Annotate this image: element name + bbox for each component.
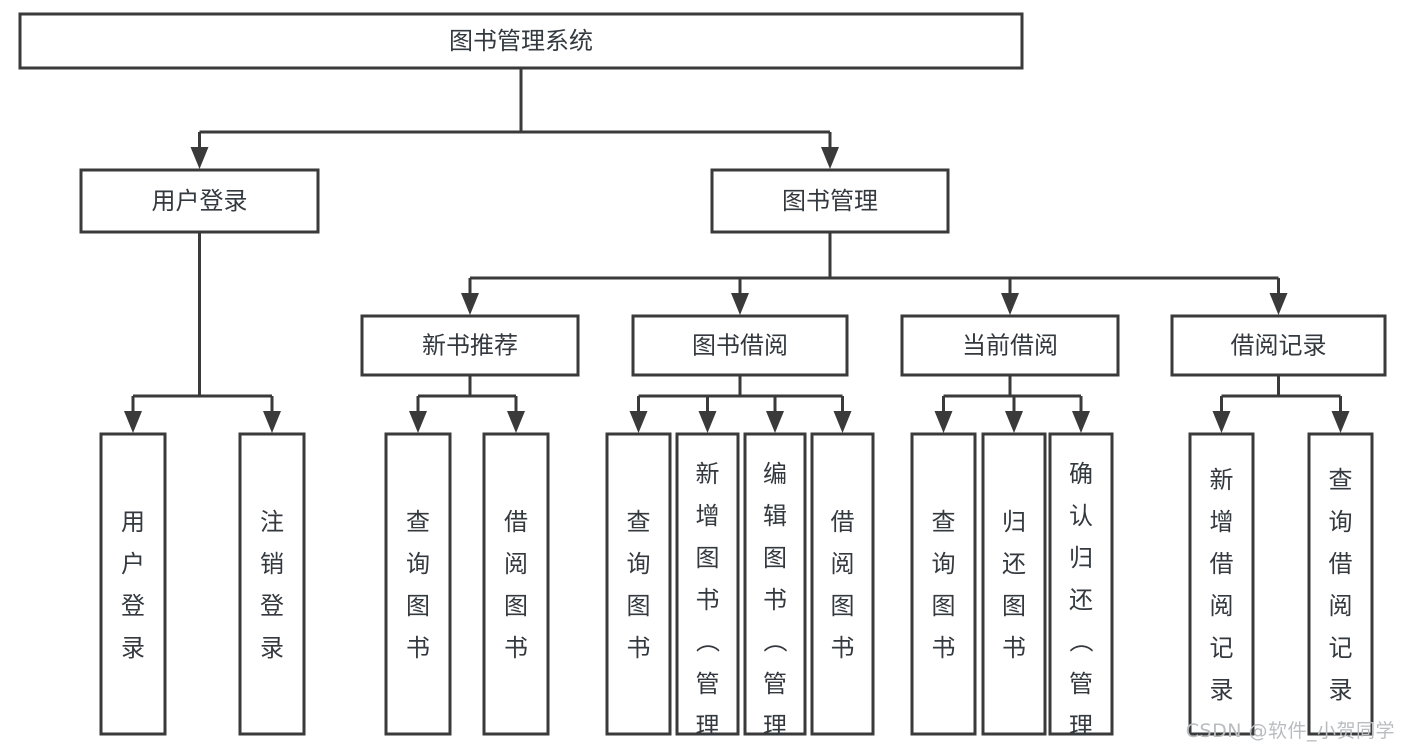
node-leaf-2[interactable]: 注销登录	[238, 432, 306, 736]
node-leaf-6[interactable]: 新增图书（管理员）	[675, 432, 740, 747]
arrow-head-leaf-10	[1005, 411, 1023, 433]
arrow-head-leaf-9	[934, 411, 953, 433]
node-leaf-8[interactable]: 借阅图书	[810, 432, 875, 736]
node-label: 查询图书	[627, 508, 651, 662]
node-box	[360, 314, 580, 377]
node-box	[1188, 432, 1255, 736]
node-leaf-1[interactable]: 用户登录	[99, 432, 167, 736]
arrow-head-login	[190, 147, 209, 169]
arrow-head-leaf-11	[1072, 411, 1090, 433]
node-leaf-13[interactable]: 查询借阅记录	[1307, 432, 1374, 736]
node-leaf-3[interactable]: 查询图书	[384, 432, 452, 736]
arrow-head-leaf-1	[124, 411, 142, 433]
node-box	[99, 432, 167, 736]
node-box	[1048, 432, 1114, 736]
node-box	[981, 432, 1047, 736]
node-label: 归还图书	[1002, 508, 1026, 662]
node-label: 查询图书	[406, 508, 430, 662]
node-box	[710, 168, 950, 234]
node-label: 图书借阅	[692, 332, 788, 360]
node-box	[810, 432, 875, 736]
node-label: 借阅记录	[1231, 332, 1327, 360]
node-borrow[interactable]: 图书借阅	[631, 314, 849, 377]
node-layer: 图书管理系统用户登录图书管理新书推荐图书借阅当前借阅借阅记录用户登录注销登录查询…	[18, 12, 1387, 747]
arrow-head-leaf-7	[766, 411, 784, 433]
node-box	[79, 168, 320, 234]
arrow-head-leaf-4	[507, 411, 525, 433]
node-box	[631, 314, 849, 377]
node-root[interactable]: 图书管理系统	[18, 12, 1024, 70]
node-label: 新书推荐	[422, 332, 518, 360]
arrow-head-leaf-2	[263, 411, 281, 433]
node-label: 当前借阅	[962, 332, 1058, 360]
node-leaf-7[interactable]: 编辑图书（管理员）	[743, 432, 807, 747]
node-label: 编辑图书（管理员）	[763, 460, 787, 747]
node-leaf-10[interactable]: 归还图书	[981, 432, 1047, 736]
arrow-head-leaf-6	[698, 411, 717, 433]
node-label: 图书管理系统	[449, 27, 593, 55]
node-box	[675, 432, 740, 736]
node-records[interactable]: 借阅记录	[1170, 314, 1387, 377]
node-login[interactable]: 用户登录	[79, 168, 320, 234]
arrow-head-leaf-5	[629, 411, 648, 433]
arrow-head-leaf-8	[833, 411, 852, 433]
node-label: 新增借阅记录	[1210, 466, 1234, 704]
node-box	[900, 314, 1120, 377]
arrow-head-leaf-3	[409, 411, 427, 433]
node-label: 查询图书	[932, 508, 956, 662]
node-label: 用户登录	[121, 508, 145, 662]
node-box	[910, 432, 977, 736]
node-leaf-9[interactable]: 查询图书	[910, 432, 977, 736]
node-leaf-4[interactable]: 借阅图书	[482, 432, 550, 736]
node-box	[482, 432, 550, 736]
connector-layer	[124, 68, 1350, 433]
arrow-head-leaf-12	[1212, 411, 1231, 433]
node-box	[1170, 314, 1387, 377]
node-box	[18, 12, 1024, 70]
node-box	[743, 432, 807, 736]
arrow-head-leaf-13	[1331, 411, 1350, 433]
arrow-head-borrow	[731, 293, 749, 315]
node-current[interactable]: 当前借阅	[900, 314, 1120, 377]
arrow-head-bookmgr	[821, 147, 839, 169]
node-label: 图书管理	[782, 187, 878, 215]
node-box	[605, 432, 672, 736]
node-label: 新增图书（管理员）	[696, 460, 720, 747]
node-label: 借阅图书	[504, 508, 528, 662]
node-box	[1307, 432, 1374, 736]
node-label: 注销登录	[260, 508, 284, 662]
node-bookmgr[interactable]: 图书管理	[710, 168, 950, 234]
node-label: 用户登录	[152, 187, 248, 215]
node-leaf-12[interactable]: 新增借阅记录	[1188, 432, 1255, 736]
node-label: 查询借阅记录	[1329, 466, 1353, 704]
node-label: 借阅图书	[831, 508, 855, 662]
arrow-head-current	[1001, 293, 1019, 315]
arrow-head-newbook	[461, 293, 479, 315]
csdn-watermark: CSDN @软件_小贺同学	[1185, 720, 1395, 742]
node-newbook[interactable]: 新书推荐	[360, 314, 580, 377]
node-box	[238, 432, 306, 736]
node-leaf-11[interactable]: 确认归还（管理员）	[1048, 432, 1114, 747]
arrow-head-records	[1269, 293, 1288, 315]
node-box	[384, 432, 452, 736]
node-label: 确认归还（管理员）	[1069, 460, 1093, 747]
node-leaf-5[interactable]: 查询图书	[605, 432, 672, 736]
